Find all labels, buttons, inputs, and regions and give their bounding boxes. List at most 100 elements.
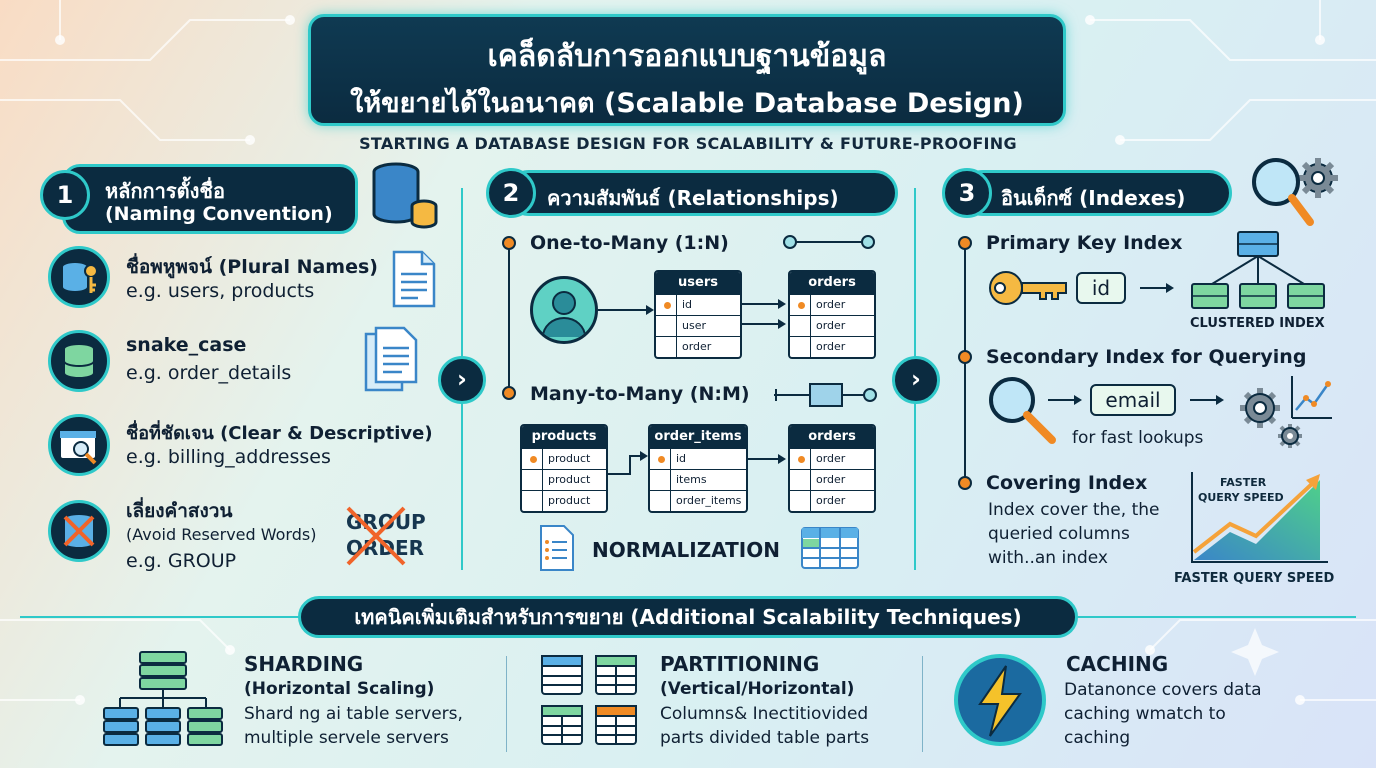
title-banner: เคล็ดลับการออกแบบฐานข้อมูล ให้ขยายได้ในอ…: [308, 14, 1066, 126]
cell: order: [816, 452, 846, 465]
section-1-heading-line1: หลักการตั้งชื่อ: [105, 179, 225, 203]
speed-chart-caption-bottom: FASTER QUERY SPEED: [1174, 571, 1335, 586]
table-row: id: [650, 448, 746, 469]
partitioning-line-2: parts divided table parts: [660, 728, 870, 748]
database-key-icon: [48, 246, 110, 308]
section-1-number: 1: [40, 170, 90, 220]
users-table: users id user order: [654, 270, 742, 359]
primary-key-index-label: Primary Key Index: [986, 232, 1183, 254]
key-icon: [989, 271, 1067, 305]
next-arrow-button-1[interactable]: ›: [438, 356, 486, 404]
plural-names-example: e.g. users, products: [126, 280, 315, 302]
bullet-dot: [958, 350, 972, 364]
table-grid-icon: [801, 527, 859, 569]
reserved-word-order: ORDER: [346, 536, 425, 560]
cell: order: [816, 298, 846, 311]
cell: items: [676, 473, 707, 486]
section-2-heading: ความสัมพันธ์ (Relationships): [547, 186, 839, 210]
normalization-label: NORMALIZATION: [592, 538, 780, 562]
avoid-reserved-title2: (Avoid Reserved Words): [126, 525, 317, 544]
title-line-1: เคล็ดลับการออกแบบฐานข้อมูล: [487, 39, 887, 74]
table-row: order: [790, 315, 874, 336]
bullet-dot: [958, 236, 972, 250]
caching-title: CACHING: [1066, 652, 1169, 676]
covering-line-2: queried columns: [988, 524, 1130, 544]
database-stack-icon: [372, 162, 438, 229]
orders-table-2: orders order order order: [788, 424, 876, 513]
next-arrow-button-2[interactable]: ›: [892, 356, 940, 404]
section-3-heading: อินเด็กซ์ (Indexes): [1001, 186, 1186, 210]
avoid-reserved-title: เลี่ยงคำสงวน: [126, 500, 233, 522]
browser-search-icon: [48, 414, 110, 476]
bottom-divider-2: [922, 656, 923, 752]
many-to-many-connector-icon: [774, 383, 877, 407]
timeline-line-2: [508, 243, 510, 393]
cell: order: [816, 319, 846, 332]
sharding-line-1: Shard ng ai table servers,: [244, 704, 463, 724]
covering-line-3: with..an index: [988, 548, 1108, 568]
table-header: products: [522, 426, 606, 448]
table-row: order: [656, 336, 740, 357]
arrow-icon: [1140, 283, 1174, 293]
bullet-dot: [958, 476, 972, 490]
document-list-icon: [540, 525, 574, 571]
document-icon: [392, 250, 436, 308]
table-header: users: [656, 272, 740, 294]
cell: order: [816, 494, 846, 507]
table-row: order_items: [650, 490, 746, 511]
table-row: product: [522, 469, 606, 490]
clear-descriptive-title: ชื่อที่ชัดเจน (Clear & Descriptive): [126, 423, 433, 444]
title-line-2: ให้ขยายได้ในอนาคต (Scalable Database Des…: [350, 88, 1024, 119]
plural-names-title: ชื่อพหูพจน์ (Plural Names): [126, 256, 378, 278]
section-1-heading-line2: (Naming Convention): [105, 203, 333, 225]
avatar-arrow: [598, 305, 654, 315]
cell: order_items: [676, 494, 742, 507]
secondary-index-label: Secondary Index for Querying: [986, 346, 1307, 368]
cell: product: [548, 452, 591, 465]
primary-key-field: id: [1076, 272, 1126, 304]
speed-growth-chart: [1191, 472, 1328, 563]
cell: id: [676, 452, 687, 465]
cross-out-icon: [346, 506, 406, 566]
magnifier-icon: [989, 377, 1056, 444]
clustered-tree-icon: [1191, 231, 1325, 309]
section-3-number: 3: [942, 168, 992, 218]
sharding-servers-icon: [103, 651, 223, 746]
speed-chart-caption-top2: QUERY SPEED: [1198, 491, 1284, 504]
user-avatar: [530, 276, 598, 344]
database-icon: [48, 330, 110, 392]
bottom-heading: เทคนิคเพิ่มเติมสำหรับการขยาย (Additional…: [298, 596, 1078, 638]
table-header: orders: [790, 272, 874, 294]
section-1-header: หลักการตั้งชื่อ (Naming Convention): [62, 164, 358, 234]
covering-line-1: Index cover the, the: [988, 500, 1160, 520]
table-row: order: [790, 448, 874, 469]
section-2-header: ความสัมพันธ์ (Relationships): [506, 170, 898, 216]
sharding-sub: (Horizontal Scaling): [244, 679, 435, 699]
section-3-header: อินเด็กซ์ (Indexes): [960, 170, 1232, 216]
table-row: order: [790, 469, 874, 490]
documents-icon: [364, 326, 418, 392]
sharding-title: SHARDING: [244, 652, 364, 676]
relation-arrow-3: [748, 454, 786, 464]
snake-case-title: snake_case: [126, 334, 247, 356]
secondary-index-caption: for fast lookups: [1072, 428, 1204, 448]
table-row: id: [656, 294, 740, 315]
table-row: order: [790, 294, 874, 315]
relation-arrows-1: [742, 299, 786, 329]
arrow-icon: [1048, 395, 1082, 405]
partitioning-title: PARTITIONING: [660, 652, 820, 676]
caching-line-1: Datanonce covers data: [1064, 680, 1262, 700]
table-row: product: [522, 448, 606, 469]
products-table: products product product product: [520, 424, 608, 513]
table-row: order: [790, 490, 874, 511]
database-cross-icon: [48, 500, 110, 562]
subtitle: STARTING A DATABASE DESIGN FOR SCALABILI…: [359, 134, 1017, 153]
caching-line-2: caching wmatch to: [1064, 704, 1226, 724]
order-items-table: order_items id items order_items: [648, 424, 748, 513]
section-2-number: 2: [486, 168, 536, 218]
bullet-dot: [502, 386, 516, 400]
avoid-reserved-example: e.g. GROUP: [126, 550, 237, 572]
table-header: orders: [790, 426, 874, 448]
orders-table-1: orders order order order: [788, 270, 876, 359]
